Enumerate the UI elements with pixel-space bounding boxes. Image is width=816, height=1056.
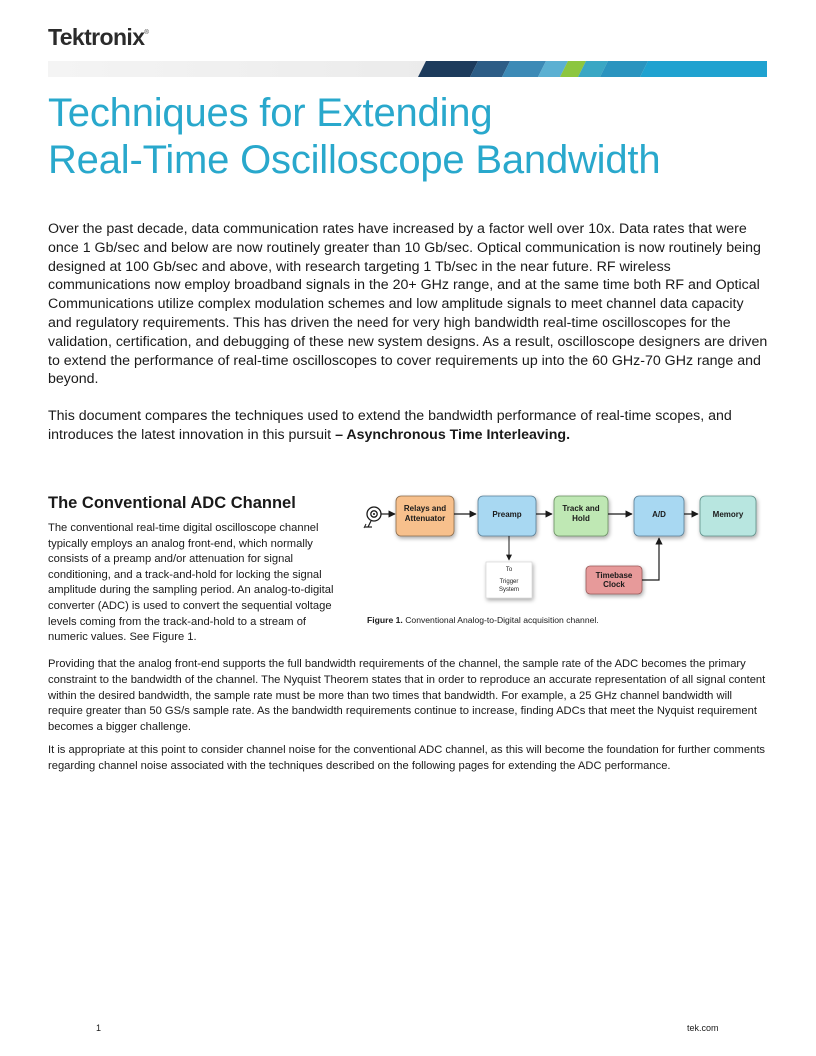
tektronix-logo: Tektronix® <box>48 24 149 51</box>
relays-label-1: Relays and <box>404 504 446 513</box>
trigger-label-1: Trigger <box>500 579 519 585</box>
preamp-block <box>477 495 537 537</box>
intro-paragraph-1: Over the past decade, data communication… <box>48 221 768 388</box>
title-line-1: Techniques for Extending <box>48 91 493 135</box>
section-paragraph: The conventional real-time digital oscil… <box>48 522 334 644</box>
body-section: Providing that the analog front-end supp… <box>48 657 768 782</box>
page-number: 1 <box>96 1023 102 1033</box>
intro-section: Over the past decade, data communication… <box>48 220 768 463</box>
body-paragraph-2: It is appropriate at this point to consi… <box>48 743 766 772</box>
arrow-timebase-ad <box>642 537 663 581</box>
relays-attenuator-block <box>395 495 455 537</box>
intro-paragraph-2: This document compares the techniques us… <box>48 407 768 445</box>
header-banner <box>48 61 767 77</box>
timebase-label-2: Clock <box>603 580 625 589</box>
memory-block <box>699 495 757 537</box>
footer-site: tek.com <box>687 1023 719 1033</box>
body-paragraph-1: Providing that the analog front-end supp… <box>48 658 766 734</box>
adc-block-diagram: Relays and Attenuator Preamp Track and H… <box>363 495 757 599</box>
figure-caption-label: Figure 1. <box>367 615 403 625</box>
intro-paragraph-2-text: This document compares the techniques us… <box>48 408 732 443</box>
track-hold-block <box>553 495 609 537</box>
intro-paragraph-2-emphasis: – Asynchronous Time Interleaving. <box>335 426 571 443</box>
trigger-label-2: System <box>499 587 519 593</box>
figure-caption-text: Conventional Analog-to-Digital acquisiti… <box>402 615 599 625</box>
logo-text: Tektronix <box>48 24 145 50</box>
track-label-2: Hold <box>572 514 590 523</box>
track-label-1: Track and <box>562 504 599 513</box>
registered-mark: ® <box>144 30 149 36</box>
page-title: Techniques for Extending Real-Time Oscil… <box>48 90 661 184</box>
timebase-label-1: Timebase <box>596 571 633 580</box>
relays-label-2: Attenuator <box>405 514 445 523</box>
ad-label: A/D <box>652 510 666 519</box>
trigger-to-label: To <box>506 567 513 573</box>
trigger-system-box <box>485 561 533 599</box>
input-connector-icon <box>363 506 382 529</box>
section-heading: The Conventional ADC Channel <box>48 494 296 512</box>
figure-caption: Figure 1. Conventional Analog-to-Digital… <box>367 615 599 625</box>
title-line-2: Real-Time Oscilloscope Bandwidth <box>48 138 661 182</box>
ad-block <box>633 495 685 537</box>
memory-label: Memory <box>713 510 744 519</box>
preamp-label: Preamp <box>492 510 521 519</box>
